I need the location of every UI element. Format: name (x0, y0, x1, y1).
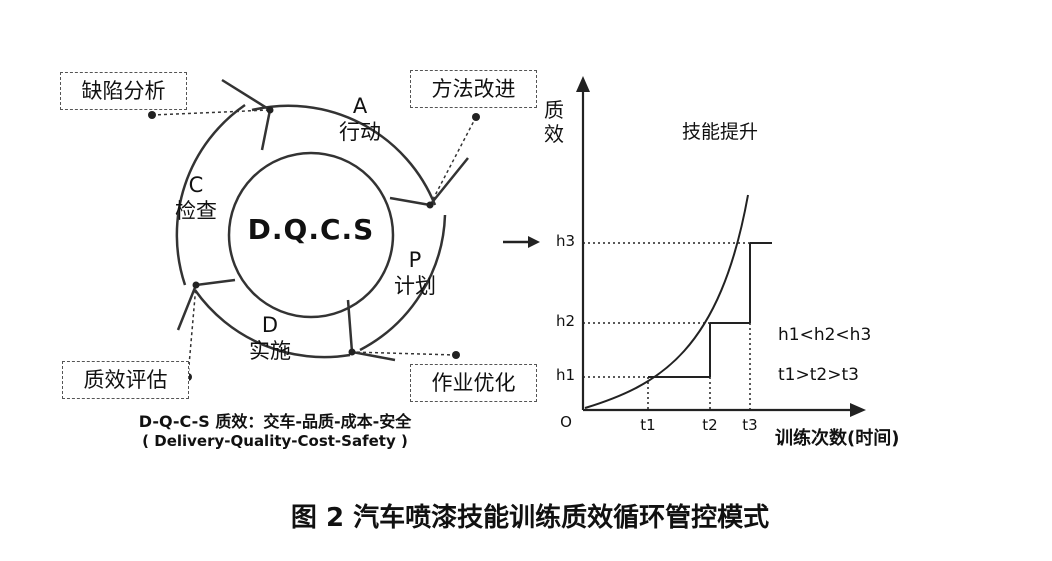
note-t-order: t1>t2>t3 (778, 365, 859, 385)
legend-line1: D-Q-C-S 质效：交车-品质-成本-安全 (138, 412, 412, 431)
leader-method (429, 116, 477, 206)
ring-arc-right (359, 214, 447, 352)
graph-title: 技能提升 (681, 121, 758, 143)
inner-ring (227, 151, 395, 319)
dot-defect (148, 111, 156, 119)
dot-notch-bottom (348, 348, 356, 356)
segment-c-text: 检查 (175, 199, 217, 224)
ring-arc-top (251, 104, 437, 206)
box-method-improve: 方法改进 (410, 70, 537, 108)
dot-notch-top (266, 106, 274, 114)
segment-c-letter: C (188, 173, 204, 197)
ring-arc-bottom (193, 289, 351, 359)
y-tick-h3: h3 (555, 232, 575, 250)
y-tick-h1: h1 (555, 366, 575, 384)
segment-c: C 检查 (166, 172, 226, 225)
origin-label: O (560, 413, 572, 431)
legend-line2: ( Delivery-Quality-Cost-Safety ) (142, 432, 408, 450)
segment-d-text: 实施 (249, 339, 291, 364)
segment-d-letter: D (261, 313, 279, 337)
leader-optimize (351, 351, 457, 356)
arrow-notch-top (221, 78, 272, 151)
x-tick-t2: t2 (702, 416, 718, 434)
ring-arc-left (175, 103, 246, 286)
cycle-center-label: D.Q.C.S (247, 213, 375, 246)
y-tick-h2: h2 (555, 312, 575, 330)
segment-a-text: 行动 (339, 120, 381, 145)
x-axis-arrow (850, 403, 866, 417)
transition-arrow (503, 236, 540, 248)
x-axis-label: 训练次数(时间) (775, 428, 900, 449)
note-h-order: h1<h2<h3 (778, 325, 872, 345)
growth-curve (584, 194, 749, 409)
box-quality-eval: 质效评估 (62, 361, 189, 399)
segment-p: P 计划 (385, 247, 445, 300)
x-tick-t1: t1 (640, 416, 656, 434)
segment-p-text: 计划 (394, 274, 436, 299)
segment-a-letter: A (352, 94, 368, 118)
y-axis-arrow (576, 76, 590, 92)
cycle-diagram (148, 78, 480, 381)
figure-caption: 图 2 汽车喷漆技能训练质效循环管控模式 (290, 503, 770, 533)
box-defect-analysis: 缺陷分析 (60, 72, 187, 110)
x-tick-t3: t3 (742, 416, 758, 434)
leader-defect (151, 109, 271, 116)
segment-p-letter: P (408, 248, 422, 272)
segment-d: D 实施 (240, 312, 300, 365)
dot-notch-left (192, 281, 200, 289)
dot-optimize (452, 351, 460, 359)
y-axis-label: 质 效 (544, 98, 564, 146)
dot-notch-right (426, 201, 434, 209)
box-work-optimize: 作业优化 (410, 364, 537, 402)
skill-graph (576, 76, 866, 417)
dot-method (472, 113, 480, 121)
arrow-notch-right (389, 157, 469, 207)
segment-a: A 行动 (335, 93, 385, 146)
